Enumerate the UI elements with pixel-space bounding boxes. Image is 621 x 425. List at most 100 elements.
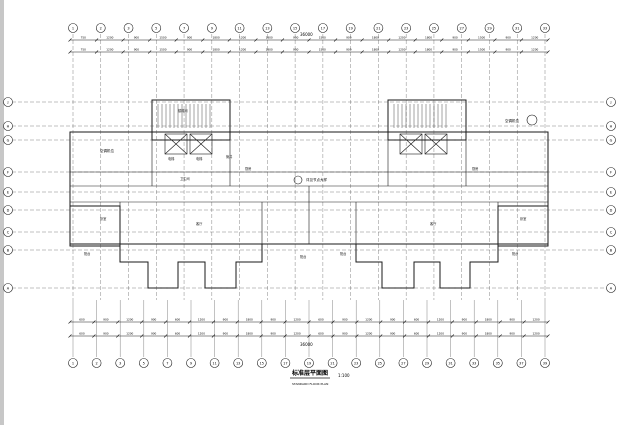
dimension-tick (227, 38, 232, 42)
dimension-tick (498, 334, 502, 338)
dimension-tick (307, 50, 311, 54)
axis-bubble-bottom (445, 358, 456, 368)
axis-label-left: G (7, 138, 10, 142)
axis-bubble-bottom (68, 358, 78, 368)
dimension-tick (355, 334, 359, 338)
axis-label-bottom: 35 (496, 362, 500, 366)
axis-bubble-left (3, 167, 13, 177)
axis-label-top: 23 (404, 27, 408, 31)
axis-bubble-top (540, 23, 550, 33)
dimension-tick (546, 334, 550, 338)
axis-bubble-top (123, 23, 134, 33)
axis-label-top: 25 (432, 27, 436, 31)
dimension-tick (235, 334, 240, 338)
overall-dimension-top: 36000 (300, 32, 313, 37)
dimension-value: 900 (346, 36, 352, 40)
dimension-value: 1500 (319, 48, 326, 52)
dimension-tick (360, 38, 364, 42)
dimension-tick (378, 334, 383, 338)
axis-label-top: 31 (515, 27, 519, 31)
axis-label-top: 5 (155, 27, 157, 31)
axis-label-left: F (7, 170, 9, 174)
dimension-value: 900 (151, 318, 157, 322)
axis-bubble-right (606, 227, 616, 237)
dimension-value: 1200 (437, 332, 444, 336)
dimension-tick (163, 320, 168, 324)
axis-bubble-right (606, 167, 616, 177)
axis-label-top: 11 (237, 27, 241, 31)
dimension-value: 900 (293, 36, 299, 40)
axis-bubble-right (606, 283, 616, 293)
detail-callout-circle (293, 175, 303, 185)
room-label: 卫生间 (180, 176, 190, 181)
dimension-value: 900 (509, 318, 515, 322)
axis-label-right: B (610, 248, 613, 252)
scrollbar[interactable] (0, 0, 4, 425)
dimension-tick (331, 334, 335, 338)
dimension-tick (355, 320, 359, 324)
axis-bubble-top (345, 23, 356, 33)
dimension-value: 1800 (266, 48, 273, 52)
axis-label-top: 33 (543, 27, 547, 31)
dimension-tick (211, 334, 216, 338)
dimension-tick (440, 38, 444, 42)
axis-bubble-left (3, 97, 13, 107)
axis-label-left: J (6, 100, 8, 104)
dimension-value: 900 (103, 332, 109, 336)
dimension-value: 900 (346, 48, 352, 52)
axis-label-top: 21 (376, 27, 380, 31)
axis-bubble-left (3, 135, 13, 145)
axis-bubble-bottom (516, 358, 527, 368)
dimension-value: 1200 (198, 318, 205, 322)
dimension-value: 900 (505, 36, 511, 40)
dimension-tick (386, 38, 391, 42)
dimension-value: 1800 (425, 48, 432, 52)
axis-bubble-top (207, 23, 217, 33)
dimension-value: 900 (452, 36, 458, 40)
axis-bubble-bottom (469, 358, 480, 368)
dimension-value: 1200 (365, 318, 372, 322)
dimension-value: 600 (318, 332, 324, 336)
dimension-value: 900 (187, 48, 193, 52)
dimension-tick (378, 320, 383, 324)
dimension-value: 1200 (198, 332, 205, 336)
dimension-tick (254, 38, 258, 42)
dimension-tick (519, 38, 524, 42)
axis-label-bottom: 31 (448, 362, 452, 366)
axis-label-left: H (7, 124, 10, 128)
dimension-value: 1200 (398, 36, 405, 40)
axis-label-right: G (610, 138, 613, 142)
dimension-value: 1800 (425, 36, 432, 40)
dimension-tick (474, 320, 479, 324)
axis-label-bottom: 3 (119, 362, 121, 366)
axis-label-top: 3 (127, 27, 129, 31)
axis-bubble-top (68, 23, 78, 33)
axis-bubble-left (3, 205, 13, 215)
dimension-value: 1500 (319, 36, 326, 40)
axis-bubble-bottom (327, 358, 338, 368)
axis-label-top: 9 (211, 27, 213, 31)
dimension-value: 900 (134, 36, 140, 40)
axis-label-top: 13 (265, 27, 269, 31)
axis-bubble-left (3, 227, 13, 237)
dimension-value: 1800 (372, 36, 379, 40)
dimension-value: 600 (414, 318, 420, 322)
axis-bubble-top (262, 23, 273, 33)
section-callout-circle (526, 114, 538, 126)
dimension-tick (259, 334, 263, 338)
room-label: 楼梯间 (178, 108, 188, 113)
dimension-tick (68, 38, 72, 42)
dimension-tick (94, 50, 99, 54)
dimension-value: 1200 (365, 332, 372, 336)
dimension-tick (333, 50, 338, 54)
room-label: 厨房 (245, 166, 251, 171)
dimension-tick (498, 320, 502, 324)
axis-label-bottom: 37 (519, 362, 523, 366)
dimension-tick (201, 50, 205, 54)
dimension-tick (280, 50, 285, 54)
dimension-tick (174, 50, 178, 54)
room-label: 厨房 (472, 166, 478, 171)
axis-label-bottom: 5 (143, 362, 145, 366)
dimension-value: 1800 (246, 318, 253, 322)
dimension-tick (174, 38, 178, 42)
